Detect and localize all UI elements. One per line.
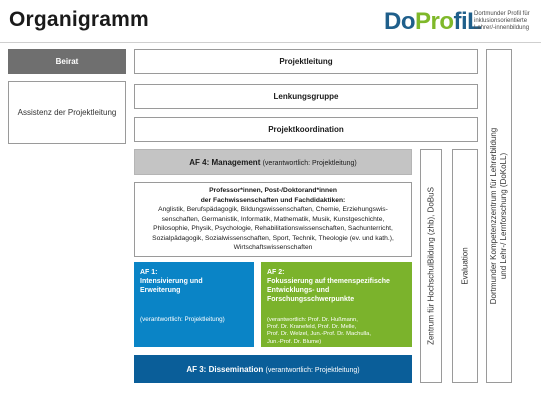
af3-dissemination-box: AF 3: Dissemination (verantwortlich: Pro… xyxy=(134,355,412,383)
af2-title-line: Forschungsschwerpunkte xyxy=(267,296,355,303)
af2-title-line: Fokussierung auf themenspezifische xyxy=(267,278,390,285)
af2-responsible: (verantwortlich: Prof. Dr. Hußmann, Prof… xyxy=(267,317,371,345)
professors-box: Professor*innen, Post-/Doktorand*innen d… xyxy=(134,182,412,257)
logo-wordmark: DoProfiL xyxy=(384,8,482,35)
doprofil-logo: DoProfiL Dortmunder Profil für inklusion… xyxy=(384,6,536,38)
disciplines-line: Philosophie, Physik, Psychologie, Rehabi… xyxy=(153,225,393,233)
dokoll-box: Dortmunder Kompetenzzentrum für Lehrerbi… xyxy=(486,49,512,383)
dokoll-label: Dortmunder Kompetenzzentrum für Lehrerbi… xyxy=(489,127,508,305)
af4-title: AF 4: Management xyxy=(189,157,261,167)
af1-responsible: (verantwortlich: Projektleitung) xyxy=(140,316,225,323)
af4-management-box: AF 4: Management (verantwortlich: Projek… xyxy=(134,149,412,175)
lenkungsgruppe-box: Lenkungsgruppe xyxy=(134,84,478,109)
af3-responsible: (verantwortlich: Projektleitung) xyxy=(265,366,360,374)
zhb-dobus-label: Zentrum für HochschulBildung (zhb), DoBu… xyxy=(426,187,436,345)
af3-title: AF 3: Dissemination xyxy=(186,364,264,374)
evaluation-box: Evaluation xyxy=(452,149,478,383)
evaluation-label: Evaluation xyxy=(460,247,470,285)
af1-label: AF 1: xyxy=(140,269,158,276)
professors-heading-2: der Fachwissenschaften und Fachdidaktike… xyxy=(200,196,346,204)
projektkoordination-box: Projektkoordination xyxy=(134,117,478,142)
page-title: Organigramm xyxy=(9,8,149,31)
af1-title-line: Erweiterung xyxy=(140,287,181,294)
af2-title-line: Entwicklungs- und xyxy=(267,287,330,294)
logo-subtitle: Dortmunder Profil für inklusionsorientie… xyxy=(474,11,530,31)
disciplines-line: Sozialpädagogik, Sozialwissenschaften, S… xyxy=(152,234,394,242)
af1-title-line: Intensivierung und xyxy=(140,278,203,285)
af2-label: AF 2: xyxy=(267,269,285,276)
header-divider xyxy=(0,42,541,43)
assistenz-box: Assistenz der Projektleitung xyxy=(8,81,126,144)
zhb-dobus-box: Zentrum für HochschulBildung (zhb), DoBu… xyxy=(420,149,442,383)
beirat-box: Beirat xyxy=(8,49,126,74)
af2-box: AF 2: Fokussierung auf themenspezifische… xyxy=(261,262,412,347)
disciplines-line: Wirtschaftswissenschaften xyxy=(233,244,313,252)
projektleitung-box: Projektleitung xyxy=(134,49,478,74)
disciplines-line: senschaften, Germanistik, Informatik, Ma… xyxy=(161,215,385,223)
af1-box: AF 1: Intensivierung und Erweiterung (ve… xyxy=(134,262,254,347)
disciplines-line: Anglistik, Berufspädagogik, Bildungswiss… xyxy=(158,206,388,214)
professors-heading-1: Professor*innen, Post-/Doktorand*innen xyxy=(209,186,337,194)
af4-responsible: (verantwortlich: Projektleitung) xyxy=(262,159,357,167)
